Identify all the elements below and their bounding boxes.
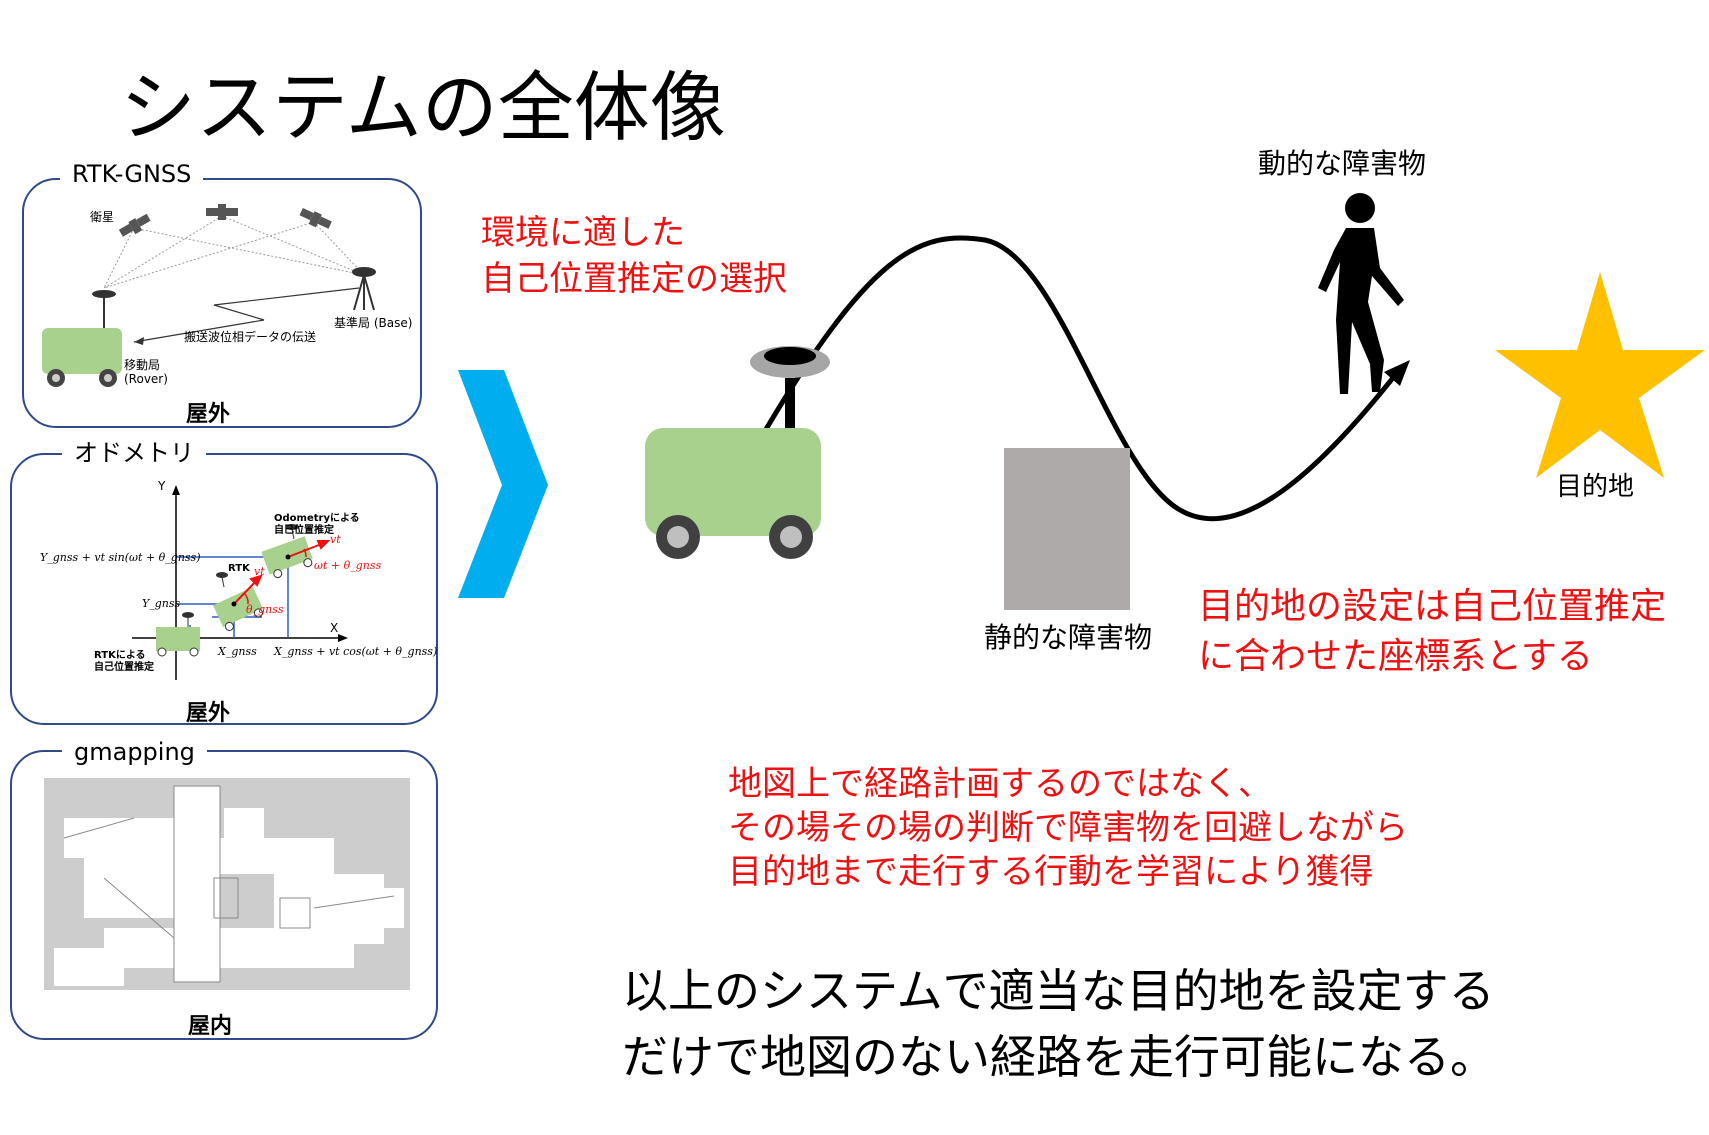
satellite-icon	[299, 207, 332, 229]
satellite-icon	[206, 204, 238, 220]
omega-theta-label: ωt + θ_gnss	[314, 559, 382, 572]
goal-label: 目的地	[1556, 472, 1635, 502]
vt-label-rtk: vt	[254, 565, 265, 578]
rtk-gnss-panel: 衛星 基準局 (Base) 搬送波位相データの伝送 移動局 (Rover) 屋外	[22, 178, 422, 428]
selection-text-line2: 自己位置推定の選択	[481, 259, 787, 299]
gmapping-location: 屋内	[188, 1014, 233, 1039]
rtk-estimation-label: RTKによる	[94, 650, 146, 661]
learning-text-line2: その場その場の判断で障害物を回避しながら	[728, 808, 1408, 848]
x-axis-label: X	[330, 621, 339, 635]
odometry-estimation-label-2: 自己位置推定	[274, 525, 334, 536]
rtk-location: 屋外	[186, 402, 231, 427]
robot-path	[752, 235, 1398, 522]
y-gnss-label: Y_gnss	[142, 597, 181, 610]
dynamic-obstacle-label: 動的な障害物	[1258, 147, 1427, 180]
summary-line2: だけで地図のない経路を走行可能になる。	[622, 1030, 1496, 1084]
walking-person-icon	[1318, 193, 1404, 394]
summary-line1: 以上のシステムで適当な目的地を設定する	[622, 964, 1495, 1018]
rtk-estimation-label-2: 自己位置推定	[94, 662, 154, 673]
transmission-label: 搬送波位相データの伝送	[184, 330, 317, 344]
gmapping-panel: 屋内	[10, 750, 438, 1040]
robot-icon	[645, 346, 830, 559]
learning-text-line1: 地図上で経路計画するのではなく、	[728, 764, 1272, 804]
base-station-label: 基準局 (Base)	[334, 316, 413, 330]
learning-text-line3: 目的地まで走行する行動を学習により獲得	[728, 852, 1374, 892]
occupancy-grid-map	[44, 778, 410, 990]
vt-label-odometry: vt	[330, 533, 341, 546]
path-arrowhead	[1384, 360, 1410, 386]
rtk-gnss-label: RTK-GNSS	[60, 160, 204, 188]
rover-label: 移動局	[124, 358, 161, 372]
odometry-diagram	[132, 485, 348, 680]
theta-gnss-label: θ_gnss	[246, 603, 284, 616]
base-station-icon	[352, 267, 376, 311]
static-obstacle-label: 静的な障害物	[984, 621, 1153, 654]
goal-note-line2: に合わせた座標系とする	[1198, 636, 1593, 677]
gmapping-label: gmapping	[62, 738, 207, 766]
rover-label-en: (Rover)	[124, 372, 168, 386]
goal-note-line1: 目的地の設定は自己位置推定	[1198, 586, 1667, 627]
rover-icon	[42, 290, 122, 387]
y-top-formula: Y_gnss + vt sin(ωt + θ_gnss)	[40, 551, 201, 564]
goal-star-icon	[1495, 272, 1705, 478]
odometry-label: オドメトリ	[62, 439, 206, 467]
static-obstacle	[1004, 448, 1130, 610]
rtk-gnss-illustration	[42, 204, 376, 387]
satellite-label: 衛星	[90, 210, 115, 224]
odometry-location: 屋外	[186, 701, 231, 726]
selection-text-line1: 環境に適した	[481, 213, 685, 253]
y-axis-label: Y	[158, 479, 166, 493]
x-gnss-label: X_gnss	[218, 645, 257, 658]
page-title: システムの全体像	[120, 63, 726, 152]
odometry-panel: Y X Odometryによる 自己位置推定 RTKによる 自己位置推定 RTK…	[10, 453, 438, 726]
rtk-tag: RTK	[228, 563, 250, 574]
chevron-right-icon	[458, 370, 548, 598]
x-right-formula: X_gnss + vt cos(ωt + θ_gnss)	[274, 645, 438, 658]
satellite-icon	[118, 213, 151, 237]
odometry-estimation-label: Odometryによる	[274, 513, 360, 524]
